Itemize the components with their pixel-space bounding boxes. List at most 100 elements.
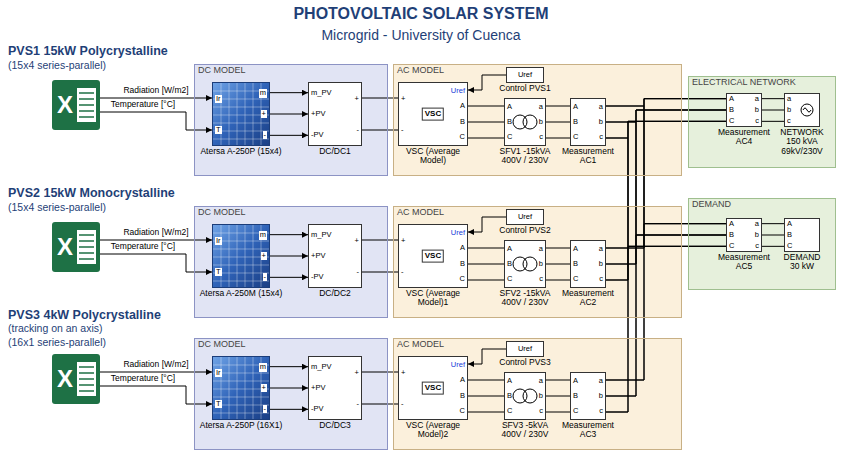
port-label: b	[599, 118, 603, 126]
panel-fill	[393, 206, 682, 318]
block-symbol-text: Uref	[518, 345, 532, 353]
block-caption: Control PVS2	[499, 226, 551, 235]
sheet-row	[79, 390, 94, 392]
port-label: A	[460, 376, 465, 384]
port-label: A	[573, 377, 578, 385]
panel-heading: AC MODEL	[397, 208, 444, 218]
signal-line	[270, 135, 308, 136]
port-label: -	[263, 273, 268, 281]
block-caption: SFV2 -15kVA 400V / 230V	[494, 289, 556, 308]
model-panel: DC MODELIrTm+-Atersa A-250P (16X1)m_PV+P…	[194, 338, 388, 450]
signal-line	[100, 112, 212, 130]
signal-line	[100, 240, 212, 241]
signal-label: Temperature [°C]	[110, 242, 176, 251]
cell-line	[213, 123, 269, 124]
port-label: -PV	[311, 131, 324, 139]
block-caption: Measurement AC4	[715, 128, 773, 147]
block-caption: Measurement AC2	[559, 289, 617, 308]
panel-heading: AC MODEL	[397, 66, 444, 76]
port-label: +PV	[311, 110, 325, 118]
port-label: C	[729, 117, 734, 125]
power-line	[546, 106, 570, 138]
transformer-block: ABCabcSFV1 -15kVA 400V / 230V	[504, 98, 546, 146]
block-caption: Measurement AC3	[559, 421, 617, 440]
port-label: b	[599, 392, 603, 400]
port-label: a	[599, 245, 603, 253]
model-panel: AC MODEL+-UrefABCVSCVSC (Average Model)U…	[393, 64, 682, 176]
vsc-inverter-block: +-UrefABCVSCVSC (Average Model)2	[398, 356, 468, 420]
port-label: B	[460, 392, 465, 400]
cell-line	[213, 413, 269, 414]
cell-line	[237, 225, 238, 287]
port-label: a	[599, 377, 603, 385]
signal-line	[270, 388, 308, 389]
measurement-block: ABCabcMeasurement AC1	[570, 98, 606, 146]
model-panel: AC MODEL+-UrefABCVSCVSC (Average Model)2…	[393, 338, 682, 450]
sheet-row	[79, 258, 94, 260]
cell-line	[237, 83, 238, 145]
panel-fill	[393, 64, 682, 176]
excel-data-source: X	[52, 80, 100, 130]
system-heading: (15x4 series-parallel)	[8, 201, 106, 213]
pv-array-block: IrTm+-Atersa A-250P (16X1)	[212, 356, 270, 420]
signal-line	[270, 366, 308, 367]
port-label: +	[401, 369, 405, 377]
excel-logo-letter: X	[57, 92, 73, 118]
sheet	[77, 88, 96, 122]
sheet-row	[79, 98, 94, 100]
power-line	[606, 224, 726, 280]
port-label: T	[215, 400, 222, 408]
port-label: c	[755, 242, 759, 250]
sheet-row	[79, 366, 94, 368]
cell-line	[221, 83, 222, 145]
port-label: C	[573, 133, 578, 141]
excel-logo-letter: X	[57, 234, 73, 260]
cell-line	[253, 357, 254, 419]
winding-circle	[523, 389, 537, 403]
block-symbol-text: VSC	[422, 250, 444, 263]
port-label: B	[507, 118, 512, 126]
sheet	[77, 230, 96, 264]
port-label: -	[357, 126, 360, 134]
port-label: -PV	[311, 405, 324, 413]
dcdc-converter-block: m_PV+PV-PV+-DC/DC2	[308, 224, 362, 288]
power-line	[468, 106, 504, 138]
cell-line	[253, 83, 254, 145]
port-label: C	[573, 407, 578, 415]
transformer-block: ABCabcSFV2 -15kVA 400V / 230V	[504, 240, 546, 288]
winding-circle	[523, 257, 537, 271]
system-heading: (tracking on an axis)	[8, 322, 103, 334]
port-label: Ir	[215, 369, 222, 377]
sheet-row	[79, 384, 94, 386]
cell-line	[245, 357, 246, 419]
pv-array-block: IrTm+-Atersa A-250P (15x4)	[212, 82, 270, 146]
port-label: c	[539, 133, 543, 141]
port-label: A	[573, 103, 578, 111]
port-label: A	[507, 245, 512, 253]
port-label: m_PV	[311, 89, 331, 97]
port-label: c	[787, 117, 791, 125]
port-label: m	[259, 231, 267, 239]
port-label: b	[787, 106, 791, 114]
port-label: b	[755, 106, 759, 114]
dcdc-converter-block: m_PV+PV-PV+-DC/DC3	[308, 356, 362, 420]
block-caption: SFV1 -15kVA 400V / 230V	[494, 147, 556, 166]
block-caption: Measurement AC1	[559, 147, 617, 166]
panel-surface	[213, 83, 269, 145]
power-line	[468, 380, 504, 412]
port-label: A	[460, 102, 465, 110]
block-caption: DC/DC1	[319, 147, 351, 156]
panel-fill	[194, 64, 388, 176]
block-caption: SFV3 -5kVA 400V / 230V	[494, 421, 556, 440]
port-label: Uref	[451, 361, 465, 369]
sheet-row	[79, 246, 94, 248]
panel-heading: DEMAND	[692, 200, 731, 210]
panel-fill	[688, 76, 836, 168]
port-label: +	[261, 384, 267, 392]
port-label: C	[460, 275, 465, 283]
port-label: A	[787, 220, 792, 228]
system-heading: (15x4 series-parallel)	[8, 59, 106, 71]
port-label: -	[401, 126, 404, 134]
cell-line	[237, 357, 238, 419]
excel-data-source: X	[52, 354, 100, 404]
